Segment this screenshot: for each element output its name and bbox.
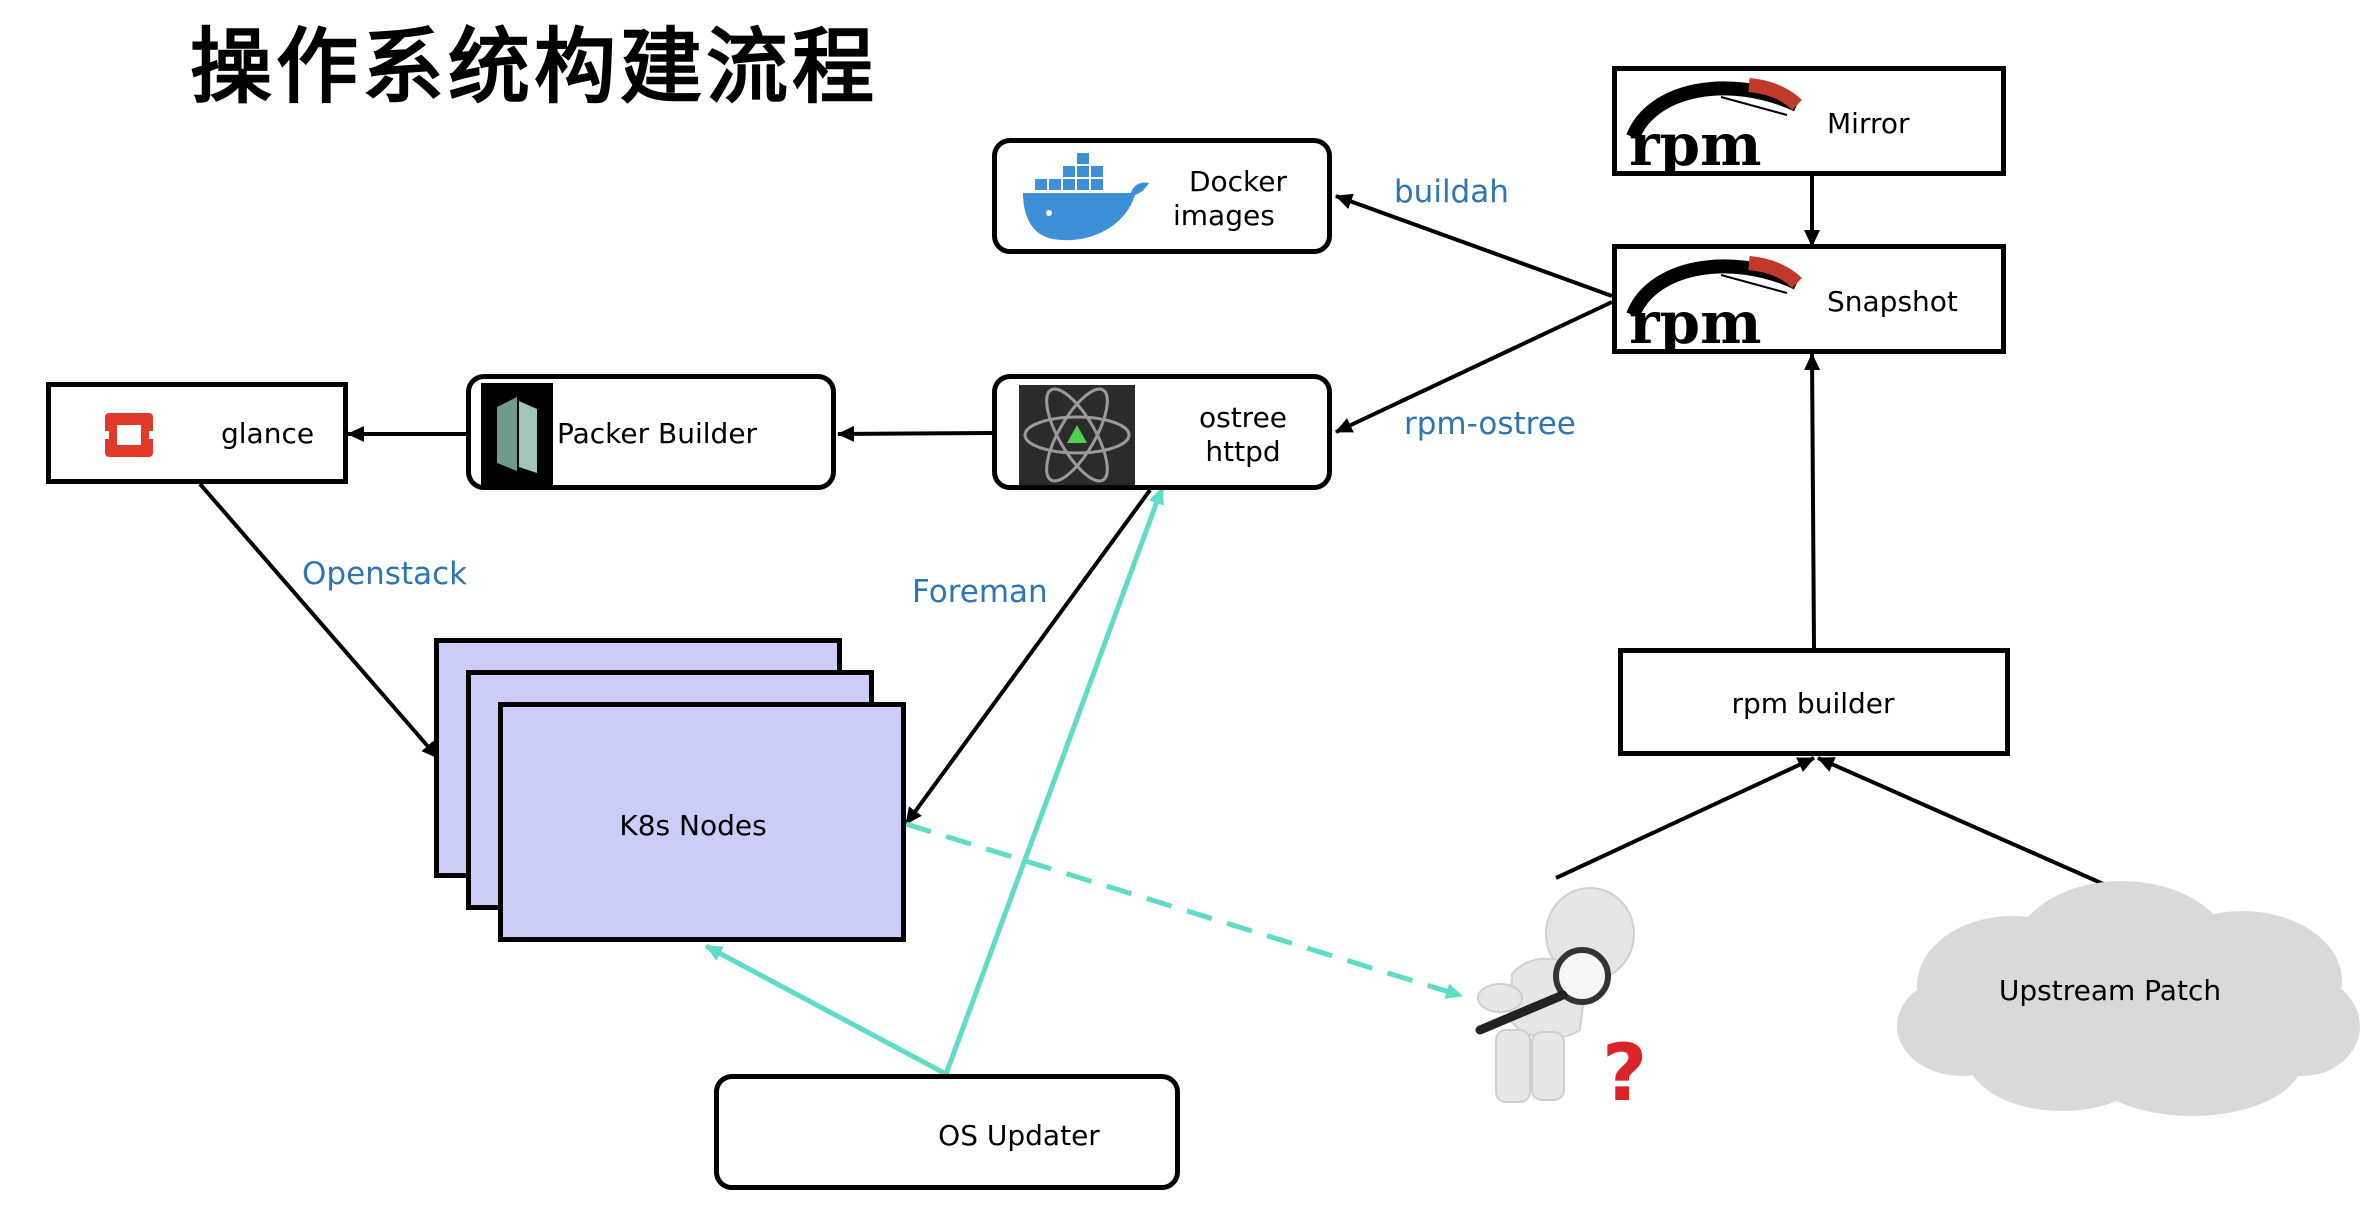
svg-text:rpm: rpm <box>1629 111 1761 171</box>
os-updater-label: OS Updater <box>938 1119 1100 1152</box>
edge-rpmbuilder-snapshot <box>1804 353 1821 649</box>
k8s-node-front: K8s Nodes <box>498 702 906 942</box>
rpm-builder-label: rpm builder <box>1731 687 1895 720</box>
openstack-logo-icon <box>101 413 157 457</box>
edge-osupdater-ostree <box>943 487 1165 1075</box>
docker-images-node: Docker images <box>992 138 1332 254</box>
ostree-httpd-node: ostree httpd <box>992 374 1332 490</box>
k8s-label: K8s Nodes <box>619 809 767 842</box>
page-title: 操作系统构建流程 <box>190 20 879 115</box>
ostree-label-line2: httpd <box>1205 435 1281 468</box>
rpm-logo-icon: rpm <box>1626 78 1802 171</box>
rpm-logo-icon: rpm <box>1626 256 1802 349</box>
docker-label-line2: images <box>1173 199 1275 232</box>
mirror-node: rpm Mirror <box>1612 66 2006 176</box>
edge-label-foreman: Foreman <box>912 574 1048 610</box>
inspector-figure-icon: ? <box>1475 887 1647 1110</box>
mirror-label: Mirror <box>1827 107 1910 140</box>
glance-label: glance <box>221 417 315 450</box>
edge-foreman <box>904 488 1152 826</box>
svg-text:rpm: rpm <box>1629 289 1761 349</box>
edge-label-buildah: buildah <box>1394 174 1509 210</box>
glance-node: glance <box>46 382 348 484</box>
packer-builder-node: Packer Builder <box>466 374 836 490</box>
edge-ostree-packer <box>837 425 993 442</box>
upstream-cloud-shape <box>1897 881 2360 1116</box>
docker-whale-icon <box>1023 153 1149 241</box>
edge-buildah <box>1335 193 1613 298</box>
packer-logo-icon <box>481 383 553 485</box>
os-updater-node: OS Updater <box>714 1074 1180 1190</box>
edge-osupdater-k8s <box>704 943 948 1077</box>
edge-upstream-rpmbuilder <box>1817 756 2127 896</box>
edge-openstack <box>198 482 440 760</box>
upstream-label: Upstream Patch <box>1998 974 2222 1007</box>
edge-inspector-rpmbuilder <box>1555 756 1815 880</box>
packer-label: Packer Builder <box>557 417 758 450</box>
edge-k8s-inspector-dashed <box>905 821 1463 999</box>
question-mark-icon: ? <box>1602 1029 1647 1110</box>
snapshot-label: Snapshot <box>1827 285 1958 318</box>
rpm-builder-node: rpm builder <box>1618 648 2010 756</box>
snapshot-node: rpm Snapshot <box>1612 244 2006 354</box>
edge-rpm-ostree <box>1335 300 1613 434</box>
atom-logo-icon <box>1019 385 1135 485</box>
edge-label-rpm-ostree: rpm-ostree <box>1404 406 1576 442</box>
edge-label-openstack: Openstack <box>302 556 468 592</box>
docker-label-line1: Docker <box>1188 165 1288 198</box>
ostree-label-line1: ostree <box>1198 401 1288 434</box>
